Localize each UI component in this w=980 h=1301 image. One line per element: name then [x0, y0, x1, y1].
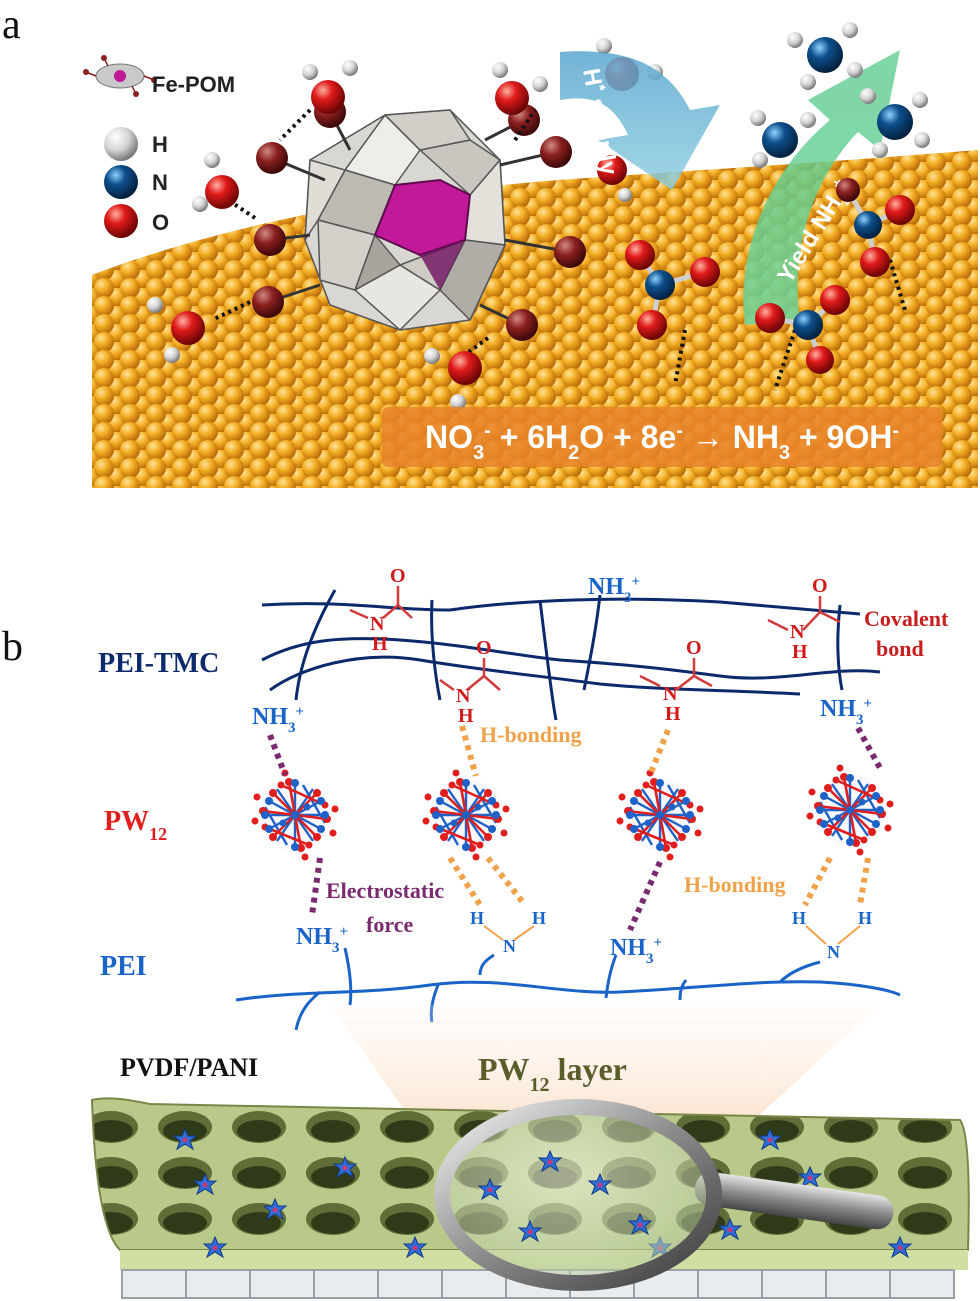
legend-label-h: H — [152, 132, 168, 157]
nh3-plus-label: NH3+ — [588, 574, 640, 606]
electrostatic-label-1: Electrostatic — [326, 878, 444, 903]
pvdf-pani-label: PVDF/PANI — [120, 1053, 258, 1082]
panel-b-letter: b — [2, 624, 23, 670]
amide-o: O — [812, 575, 828, 597]
pw12-label: PW12 — [104, 806, 167, 844]
water-molecule — [492, 62, 548, 115]
legend-label-fe-pom: Fe-POM — [152, 72, 235, 97]
h-bond-links — [447, 725, 871, 907]
legend-label-n: N — [152, 170, 168, 195]
equation-text: NO3- + 6H2O + 8e- → NH3 + 9OH- — [425, 419, 899, 464]
water-molecule — [147, 297, 205, 363]
amine-groups: H H N H H N — [470, 908, 872, 962]
oxygen-atom-icon — [104, 204, 138, 238]
panel-a-letter: a — [2, 2, 21, 48]
nitrate-molecules — [625, 178, 915, 374]
nitrogen-atom-icon — [104, 165, 138, 199]
pw12-cluster — [615, 768, 705, 862]
pei-tmc-label: PEI-TMC — [98, 648, 219, 679]
amide-o: O — [476, 637, 492, 659]
water-molecule — [597, 155, 632, 202]
amide-h: H — [792, 641, 808, 663]
fe-pom-cluster-icon — [83, 55, 157, 97]
ammonia-molecules — [750, 22, 930, 168]
amide-n: N — [456, 685, 471, 707]
amide-n: N — [663, 683, 678, 705]
fe-pom-polyhedra — [304, 109, 506, 331]
pei-tmc-network — [261, 589, 881, 721]
nh3-plus-label: NH3+ — [610, 935, 662, 967]
amide-h: H — [665, 703, 681, 725]
panel-b: b N H O N H O N H O N — [2, 565, 970, 1299]
pei-label: PEI — [100, 951, 147, 982]
legend: Fe-POM H N O — [83, 55, 235, 238]
water-molecule — [192, 152, 239, 212]
amide-o: O — [686, 637, 702, 659]
ammonia-molecule — [787, 22, 863, 90]
amide-o: O — [390, 565, 406, 587]
nh3-plus-label: NH3+ — [252, 704, 304, 736]
pw12-clusters — [250, 763, 895, 862]
membrane-base-blocks — [121, 1269, 955, 1299]
amine-bonds — [483, 925, 861, 945]
h-bonding-label-bottom: H-bonding — [684, 872, 786, 897]
amide-h: H — [458, 705, 474, 727]
amine-h: H — [792, 908, 806, 928]
ammonia-molecule — [860, 88, 930, 158]
amine-h: H — [858, 908, 872, 928]
legend-label-o: O — [152, 210, 169, 235]
amine-n: N — [503, 936, 516, 956]
water-molecule — [302, 60, 358, 114]
magnifying-glass-icon — [434, 1099, 894, 1291]
reaction-equation: NO3- + 6H2O + 8e- → NH3 + 9OH- — [382, 407, 942, 467]
ammonia-molecule — [750, 110, 816, 168]
amide-groups: N H O N H O N H O N H O — [370, 565, 828, 727]
pw12-cluster — [421, 768, 511, 862]
pw12-cluster — [805, 763, 895, 857]
amide-n: N — [370, 613, 385, 635]
electrostatic-links — [267, 726, 883, 932]
electrostatic-label-2: force — [366, 912, 413, 937]
amide-n: N — [790, 621, 805, 643]
hydrogen-atom-icon — [104, 127, 138, 161]
panel-a: a Fe-POM H N O — [2, 2, 978, 488]
hydrogen-bond-dots — [211, 108, 907, 391]
amine-h: H — [470, 908, 484, 928]
nh3-plus-label: NH3+ — [820, 696, 872, 728]
h-bonding-label-top: H-bonding — [480, 722, 582, 747]
covalent-bond-label-2: bond — [876, 636, 924, 661]
pw12-cluster — [250, 768, 340, 862]
covalent-bond-label-1: Covalent — [864, 606, 949, 631]
amide-h: H — [372, 633, 388, 655]
amine-n: N — [827, 942, 840, 962]
pw12-layer-label: PW12 layer — [478, 1051, 627, 1096]
water-molecule — [424, 348, 482, 410]
amine-h: H — [532, 908, 546, 928]
nh3-plus-label: NH3+ — [296, 924, 348, 956]
amide-bond-lines — [349, 586, 841, 692]
